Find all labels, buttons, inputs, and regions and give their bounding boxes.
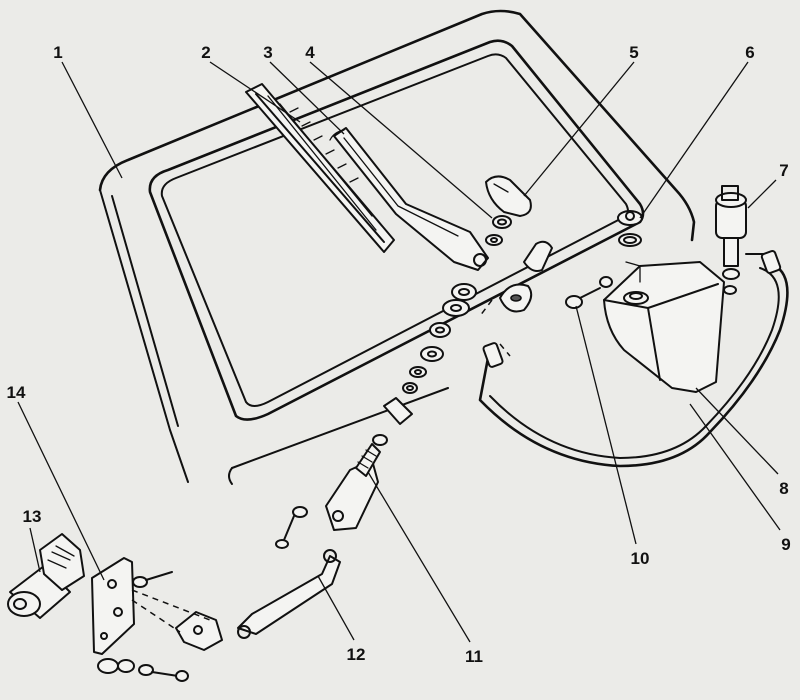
- callout-11: 11: [465, 647, 483, 666]
- callout-2: 2: [201, 43, 210, 62]
- spindle-bracket: [325, 443, 381, 531]
- callout-12: 12: [347, 645, 366, 664]
- callout-3: 3: [263, 43, 272, 62]
- mounting-bolts: [97, 571, 189, 682]
- arm-cap: [485, 175, 532, 217]
- callout-6: 6: [745, 43, 754, 62]
- spindle-bushings: [372, 283, 477, 446]
- leader-lines: [17, 61, 781, 643]
- callout-8: 8: [779, 479, 788, 498]
- washer-pump: [715, 185, 765, 295]
- wiper-blade: [245, 83, 395, 253]
- washer-hose: [478, 250, 789, 468]
- washer-reservoir: [603, 261, 725, 393]
- callout-4: 4: [305, 43, 315, 62]
- callout-1: 1: [53, 43, 62, 62]
- callout-labels: 1 2 3 4 5 6 7 8 9 10 11 12 13 14: [7, 43, 791, 666]
- motor-mounting-plate: [91, 557, 135, 655]
- callout-14: 14: [7, 383, 26, 402]
- bracket-bolt: [275, 506, 308, 549]
- washer-nozzle: [479, 240, 553, 317]
- callout-7: 7: [779, 161, 788, 180]
- callout-10: 10: [631, 549, 650, 568]
- linkage-rod: [237, 549, 341, 639]
- wiper-motor: [7, 533, 85, 619]
- reservoir-screw: [565, 276, 613, 309]
- callout-5: 5: [629, 43, 638, 62]
- tailgate-panel: [98, 9, 696, 485]
- filler-cap: [617, 210, 643, 247]
- wiper-arm: [329, 127, 489, 271]
- rear-window-frame: [148, 39, 645, 421]
- arm-nut: [485, 215, 512, 246]
- callout-13: 13: [23, 507, 42, 526]
- callout-9: 9: [781, 535, 790, 554]
- motor-crank: [131, 589, 223, 651]
